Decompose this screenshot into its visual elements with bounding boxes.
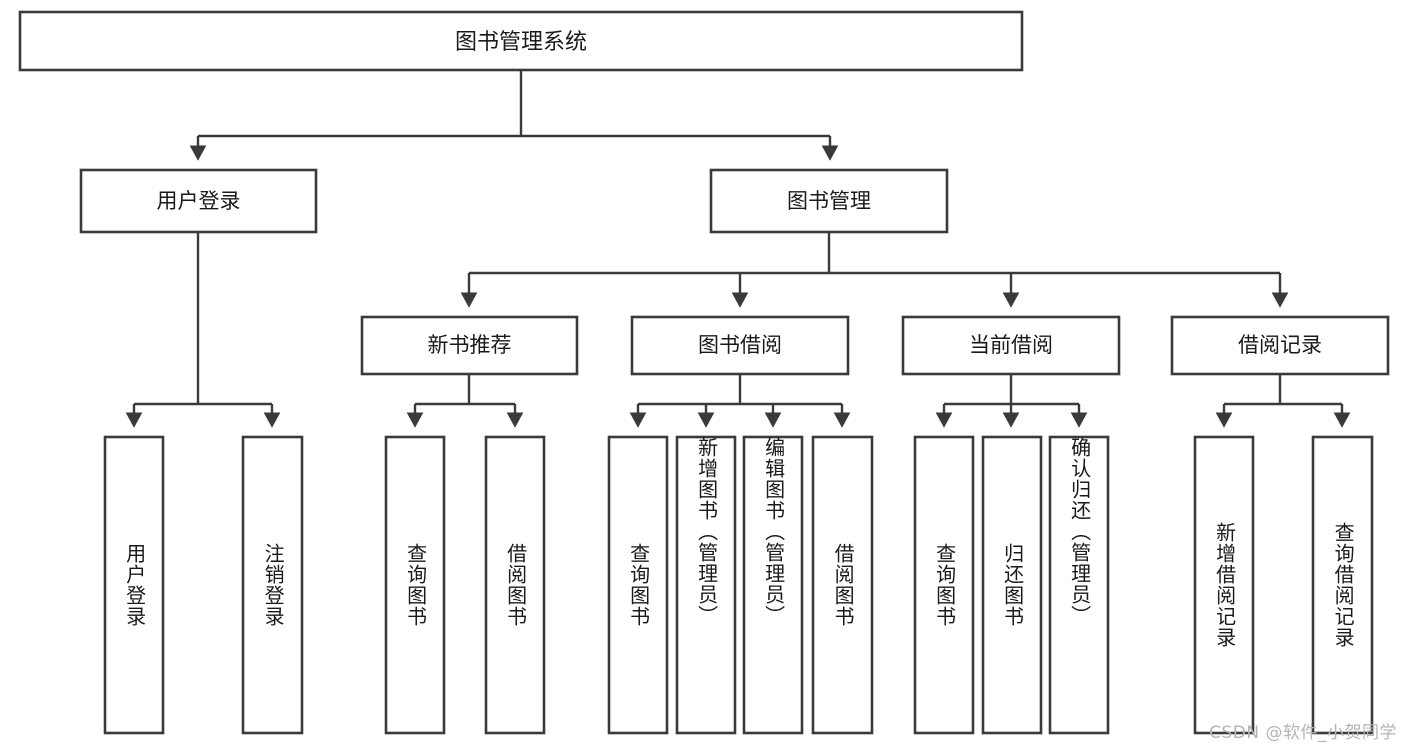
node-book-management-label: 图书管理 <box>787 189 871 213</box>
csdn-watermark: CSDN @软件_小贺同学 <box>1209 723 1397 743</box>
leaf-box-query-book-1 <box>384 435 446 735</box>
leaf-box-confirm-return <box>1048 435 1110 735</box>
leaf-box-return-book <box>981 435 1043 735</box>
connector-root-to-level2 <box>189 70 839 161</box>
connector-new-book-recommend-to-leaves <box>406 374 524 428</box>
leaf-box-query-book-2 <box>607 435 669 735</box>
leaf-box-add-record <box>1193 435 1255 735</box>
connector-borrow-record-to-leaves <box>1215 374 1351 428</box>
node-root[interactable]: 图书管理系统 <box>18 10 1024 72</box>
connector-current-borrow-to-leaves <box>935 374 1088 428</box>
node-borrow-record[interactable]: 借阅记录 <box>1170 315 1390 376</box>
leaf-box-logout <box>241 435 304 735</box>
leaf-box-query-record <box>1311 435 1374 735</box>
leaf-boxes <box>103 435 1374 735</box>
node-user-login[interactable]: 用户登录 <box>79 168 318 234</box>
connector-book-management-to-level3 <box>460 232 1289 308</box>
node-current-borrow-label: 当前借阅 <box>969 333 1053 357</box>
leaf-box-edit-book <box>742 435 804 735</box>
leaf-box-add-book <box>675 435 737 735</box>
node-book-borrow-label: 图书借阅 <box>698 333 782 357</box>
node-borrow-record-label: 借阅记录 <box>1238 333 1322 357</box>
node-book-borrow[interactable]: 图书借阅 <box>630 315 850 376</box>
connector-book-borrow-to-leaves <box>629 374 851 428</box>
node-new-book-recommend[interactable]: 新书推荐 <box>360 315 579 376</box>
leaf-box-user-login <box>103 435 165 735</box>
connector-user-login-to-leaves <box>125 232 281 428</box>
node-root-label: 图书管理系统 <box>455 30 587 55</box>
leaf-box-borrow-book-1 <box>484 435 546 735</box>
leaf-box-borrow-book-2 <box>811 435 874 735</box>
leaf-box-query-book-3 <box>913 435 975 735</box>
node-new-book-recommend-label: 新书推荐 <box>428 333 512 357</box>
node-current-borrow[interactable]: 当前借阅 <box>901 315 1121 376</box>
node-user-login-label: 用户登录 <box>157 189 241 213</box>
node-book-management[interactable]: 图书管理 <box>709 168 949 234</box>
